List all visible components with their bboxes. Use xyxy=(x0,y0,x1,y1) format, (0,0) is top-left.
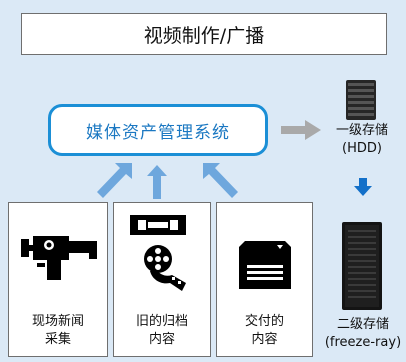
arrow-from-delivered xyxy=(203,163,238,198)
arrow-from-news-gathering xyxy=(97,163,132,198)
hdd-server-icon xyxy=(346,80,376,120)
arrow-to-primary-storage xyxy=(281,120,321,140)
secondary-storage-label-line2: (freeze-ray) xyxy=(324,335,402,350)
tape-cartridge-icon xyxy=(239,241,291,289)
primary-storage-label: 一级存储 (HDD) xyxy=(322,122,402,158)
videotape-film-reel-icon xyxy=(130,215,186,291)
primary-storage-label-line1: 一级存储 xyxy=(335,123,388,138)
source-archive-line1: 旧的归档 xyxy=(135,314,188,329)
media-asset-management-box: 媒体资产管理系统 xyxy=(48,104,268,156)
primary-storage-label-line2: (HDD) xyxy=(342,141,382,156)
source-delivered-label: 交付的 内容 xyxy=(217,313,312,349)
source-news-gathering-label: 现场新闻 采集 xyxy=(9,313,107,349)
arrow-down-to-secondary-storage xyxy=(354,178,372,196)
video-camera-icon xyxy=(21,236,97,280)
source-news-gathering-line1: 现场新闻 xyxy=(31,314,84,329)
source-delivered: 交付的 内容 xyxy=(216,202,313,357)
source-archive: 旧的归档 内容 xyxy=(113,202,211,357)
source-archive-line2: 内容 xyxy=(148,332,175,347)
source-delivered-line1: 交付的 xyxy=(244,314,284,329)
source-delivered-line2: 内容 xyxy=(251,332,278,347)
source-news-gathering: 现场新闻 采集 xyxy=(8,202,108,357)
source-news-gathering-line2: 采集 xyxy=(44,332,71,347)
secondary-storage-label: 二级存储 (freeze-ray) xyxy=(318,316,406,352)
diagram-title: 视频制作/广播 xyxy=(21,13,387,55)
secondary-storage-label-line1: 二级存储 xyxy=(336,317,389,332)
source-archive-label: 旧的归档 内容 xyxy=(114,313,210,349)
freeze-ray-rack-icon xyxy=(342,222,382,310)
arrow-from-archive xyxy=(147,165,167,199)
